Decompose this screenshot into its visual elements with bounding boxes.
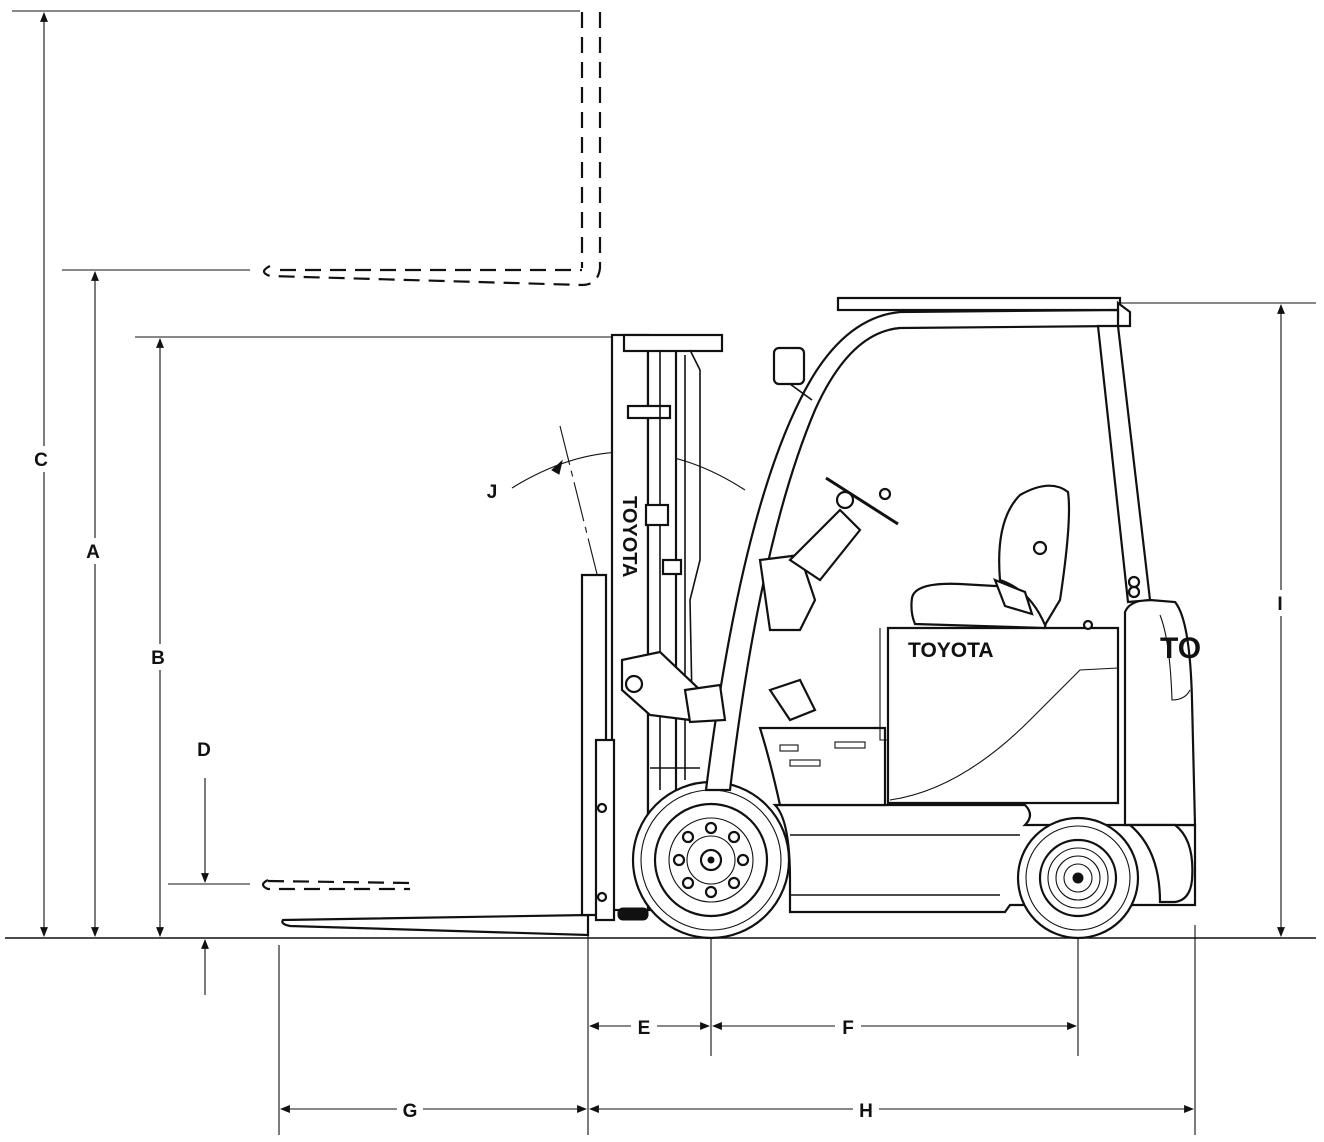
rear-wheel (1016, 816, 1140, 940)
rear-brand-text: TO (1160, 632, 1201, 665)
label-B: B (151, 648, 165, 669)
label-E: E (638, 1018, 651, 1039)
label-G: G (403, 1101, 418, 1122)
label-H: H (859, 1101, 873, 1122)
label-D: D (197, 740, 211, 761)
label-F: F (842, 1018, 854, 1039)
dimension-D: D (197, 740, 211, 995)
label-A: A (86, 542, 100, 563)
label-C: C (34, 450, 48, 471)
dimension-B: B (146, 338, 172, 937)
floor-details (617, 767, 700, 921)
steering-assembly (683, 476, 899, 724)
front-wheel (631, 780, 791, 940)
operator-seat (910, 484, 1094, 631)
dimension-E: E (589, 1014, 710, 1039)
dimension-G: G (280, 1097, 587, 1122)
dimension-A: A (82, 271, 108, 937)
extension-lines (12, 10, 1316, 1135)
dimension-C: C (31, 12, 57, 937)
label-J: J (487, 482, 498, 503)
tilt-angle-J: J (487, 425, 746, 579)
dimension-F: F (712, 1014, 1077, 1039)
label-I: I (1277, 594, 1282, 615)
counterweight-brand-text: TOYOTA (908, 639, 994, 662)
raised-carriage-dashed (262, 12, 602, 287)
fork-assembly (261, 573, 608, 937)
mast-brand-text: TOYOTA (618, 496, 640, 577)
dimension-H: H (589, 1097, 1194, 1122)
overhead-guard (704, 296, 1152, 792)
front-wheel-lugs (672, 821, 750, 899)
dimension-I: I (1270, 304, 1292, 937)
